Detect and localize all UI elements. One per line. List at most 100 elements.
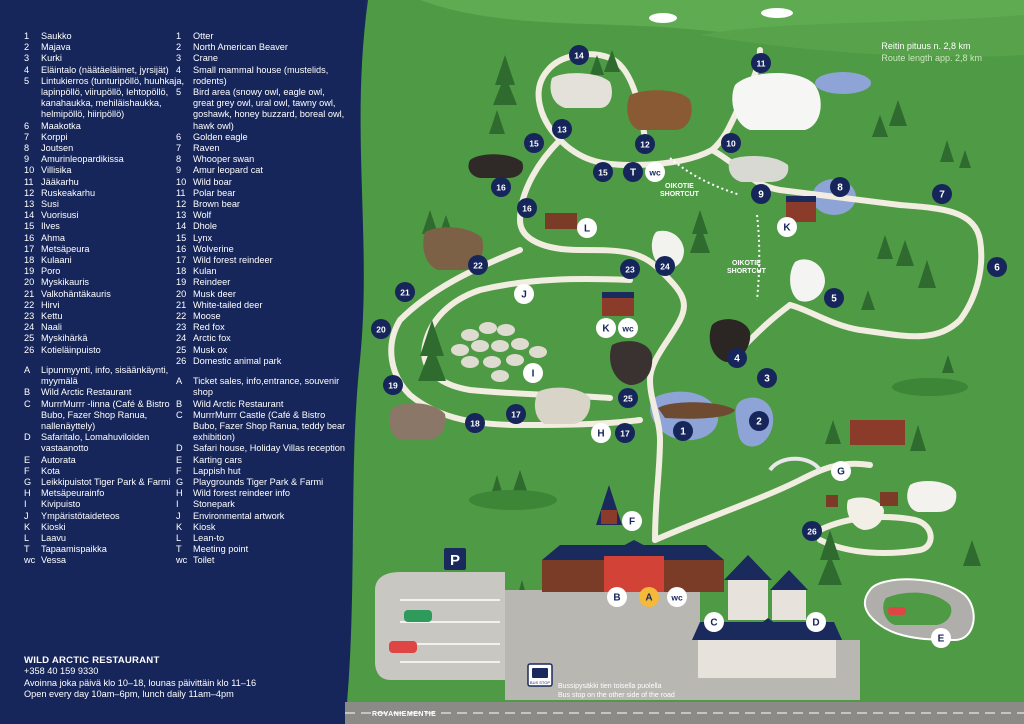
marker-circle	[831, 461, 851, 481]
legend-key: I	[176, 499, 179, 510]
bus-stop-note-en: Bus stop on the other side of the road	[558, 692, 675, 699]
legend-key: 12	[176, 199, 187, 210]
legend-text: Susi	[41, 199, 59, 210]
legend-key: 24	[176, 333, 187, 344]
marker-label: 3	[764, 374, 770, 385]
legend-key: T	[176, 544, 182, 555]
legend-text: Leikkipuistot Tiger Park & Farmi	[41, 476, 171, 487]
legend-text: Safari house, Holiday Villas reception	[193, 443, 346, 454]
legend-text: Myskikauris	[41, 277, 89, 288]
legend-key: 13	[176, 210, 187, 221]
legend-text: Karting cars	[193, 454, 243, 465]
marker-circle	[749, 411, 769, 431]
legend-key: 19	[24, 266, 35, 277]
map-marker: 1	[673, 421, 693, 441]
main-building	[542, 540, 724, 592]
marker-label: K	[602, 324, 610, 335]
map-marker: L	[577, 218, 597, 238]
marker-circle	[673, 421, 693, 441]
marker-label: E	[938, 634, 945, 645]
map-marker: C	[704, 612, 724, 632]
marker-circle	[618, 318, 638, 338]
legend-text: Korppi	[41, 131, 68, 142]
leopard-cat	[728, 155, 789, 182]
marker-circle	[806, 612, 826, 632]
map-marker: 8	[830, 177, 850, 197]
map-marker: 19	[383, 375, 403, 395]
legend-key: B	[176, 398, 183, 409]
marker-label: 22	[473, 261, 483, 271]
structures	[545, 196, 905, 525]
marker-circle	[620, 259, 640, 279]
parked-car	[389, 641, 417, 653]
marker-circle	[751, 53, 771, 73]
legend-text: Lappish hut	[193, 465, 241, 476]
legend-text: Kurki	[41, 53, 62, 64]
marker-circle	[645, 162, 665, 182]
map-marker: B	[607, 587, 627, 607]
marker-label: wc	[621, 324, 634, 334]
park-map: P	[345, 0, 1024, 724]
marker-circle	[517, 198, 537, 218]
legend-key: 1	[176, 31, 182, 41]
legend-key: 24	[24, 322, 35, 333]
legend-text: Metsäpeura	[41, 243, 90, 254]
legend-key: wc	[176, 555, 188, 566]
marker-label: 11	[757, 59, 766, 69]
legend-key: 10	[176, 176, 187, 187]
map-marker: 6	[987, 257, 1007, 277]
marker-circle	[596, 318, 616, 338]
legend-text: Safaritalo, Lomahuviloiden vastaanotto	[41, 432, 150, 454]
marker-circle	[932, 184, 952, 204]
legend_fi-row: 21 Valkohäntäkauris	[24, 289, 194, 300]
map-canvas: P	[345, 0, 1024, 724]
marker-label: 17	[620, 429, 630, 439]
map-marker: 20	[371, 319, 391, 339]
marker-label: 7	[939, 190, 945, 201]
legend-key: C	[24, 398, 31, 409]
marker-circle	[751, 184, 771, 204]
marker-label: 23	[625, 265, 635, 275]
legend-text: Maakotka	[41, 120, 81, 131]
legend-key: 21	[24, 288, 35, 299]
marker-label: 21	[400, 288, 410, 298]
marker-circle	[655, 256, 675, 276]
map-marker: 3	[757, 368, 777, 388]
legend-text: Hirvi	[41, 299, 60, 310]
map-marker: 5	[824, 288, 844, 308]
legend-key: 7	[176, 143, 182, 154]
legend-text: Wolverine	[193, 243, 234, 254]
marker-label: 8	[837, 183, 843, 194]
legend-text: Wild forest reindeer info	[193, 488, 291, 499]
legend-text: Kiosk	[193, 521, 216, 532]
legend-text: Lean-to	[193, 532, 225, 543]
legend-key: 18	[24, 255, 35, 266]
legend-text: Valkohäntäkauris	[41, 288, 111, 299]
marker-label: 20	[376, 325, 386, 335]
bush	[469, 490, 557, 510]
legend-key: T	[24, 544, 30, 555]
legend-text: Autorata	[41, 454, 76, 465]
legend-text: Wild forest reindeer	[193, 255, 273, 266]
